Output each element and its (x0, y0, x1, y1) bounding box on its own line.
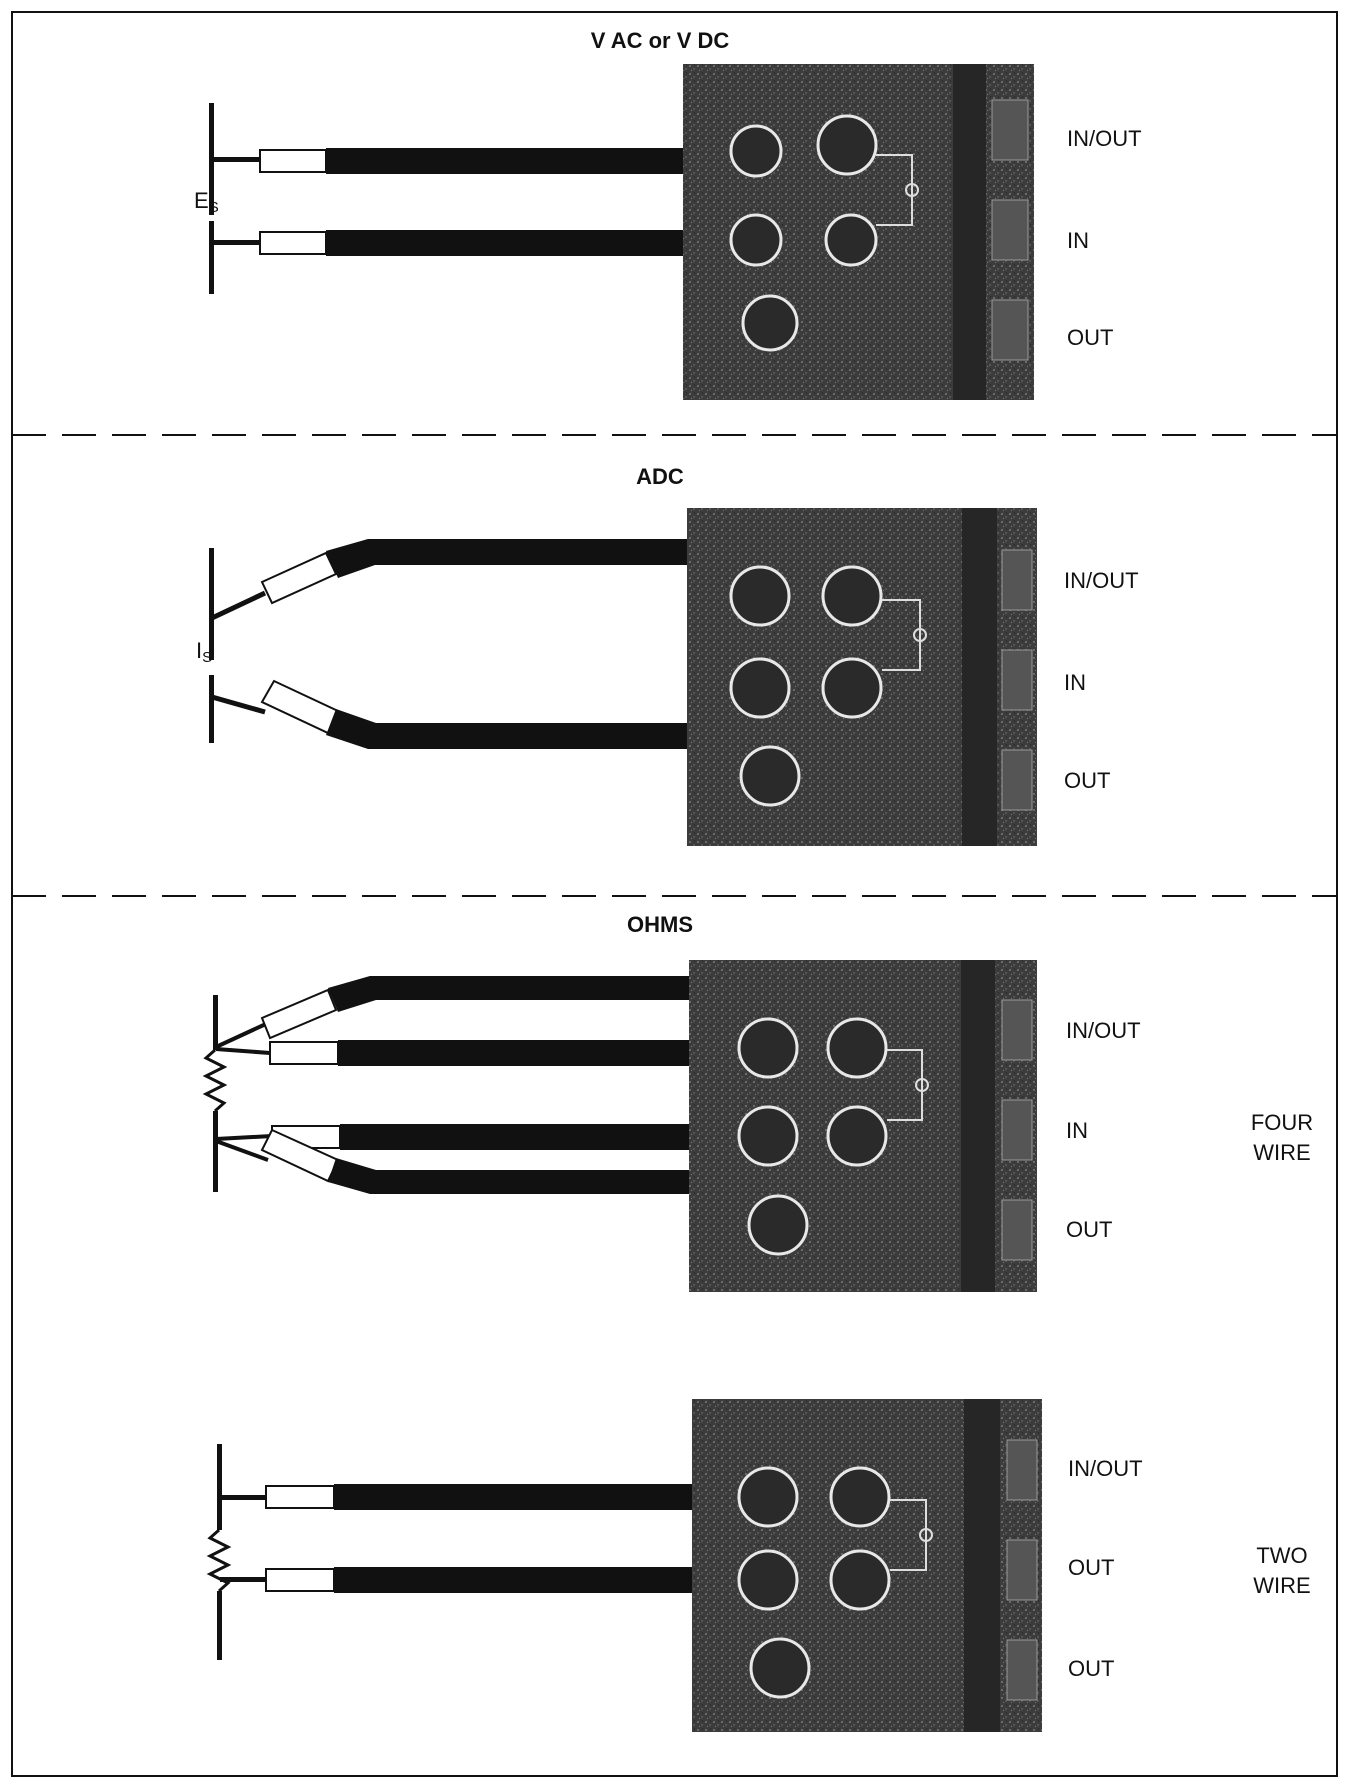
test-lead-cable (338, 1040, 700, 1066)
input-terminal-panel (683, 64, 1034, 400)
section-title: V AC or V DC (591, 28, 730, 53)
lead-stub (212, 157, 260, 162)
test-lead-plug-icon (269, 1041, 339, 1065)
test-lead-cable (326, 539, 758, 578)
test-lead-cable (340, 1124, 700, 1150)
resistor-terminal (213, 1111, 218, 1192)
source-terminal (209, 675, 214, 743)
terminal-jack-icon (824, 213, 878, 267)
section-ohms-four-wire: OHMS (202, 912, 1313, 1292)
resistor-icon (202, 1048, 228, 1113)
connection-label: OUT (1068, 1656, 1114, 1681)
test-lead-plug-icon (260, 988, 338, 1040)
source-terminal (209, 221, 214, 294)
test-lead-cable (328, 1158, 700, 1194)
test-lead-plug-icon (265, 1485, 335, 1509)
input-terminal-panel (692, 1399, 1042, 1732)
terminal-jack-icon (747, 1194, 809, 1256)
wiring-mode-label: WIRE (1253, 1140, 1310, 1165)
terminal-jack-icon (739, 745, 801, 807)
connection-label: OUT (1064, 768, 1110, 793)
test-lead-plug-icon (259, 149, 327, 173)
terminal-jack-icon (729, 124, 783, 178)
source-terminal (209, 548, 214, 660)
resistor-terminal (213, 995, 218, 1050)
connection-label: IN/OUT (1064, 568, 1139, 593)
test-lead-cable (326, 709, 758, 749)
test-lead-cable (334, 1484, 700, 1510)
connection-label: IN/OUT (1066, 1018, 1141, 1043)
lead-stub (212, 240, 260, 245)
terminal-jack-icon (749, 1637, 811, 1699)
terminal-jack-icon (729, 213, 783, 267)
lead-stub (210, 590, 267, 621)
input-terminal-panel (687, 508, 1037, 846)
terminal-jack-icon (829, 1549, 891, 1611)
connection-label: IN/OUT (1068, 1456, 1143, 1481)
terminal-jack-icon (737, 1466, 799, 1528)
connection-label: OUT (1066, 1217, 1112, 1242)
terminal-jack-icon (829, 1466, 891, 1528)
test-lead-cable (328, 976, 700, 1012)
terminal-jack-icon (737, 1105, 799, 1167)
source-terminal (209, 103, 214, 215)
wiring-mode-label: TWO (1256, 1543, 1307, 1568)
connection-label: IN (1066, 1118, 1088, 1143)
terminal-jack-icon (737, 1017, 799, 1079)
test-lead-plug-icon (260, 551, 338, 605)
wiring-mode-label: WIRE (1253, 1573, 1310, 1598)
connection-label: IN (1067, 228, 1089, 253)
terminal-jack-icon (821, 657, 883, 719)
source-label: ES (194, 188, 219, 216)
input-terminal-panel (689, 960, 1037, 1292)
connection-label: IN (1064, 670, 1086, 695)
terminal-jack-icon (821, 565, 883, 627)
test-lead-cable (334, 1567, 700, 1593)
terminal-jack-icon (741, 294, 799, 352)
connection-label: OUT (1068, 1555, 1114, 1580)
source-label: IS (196, 638, 212, 666)
section-title: ADC (636, 464, 684, 489)
terminal-jack-icon (816, 114, 878, 176)
terminal-jack-icon (729, 565, 791, 627)
terminal-jack-icon (737, 1549, 799, 1611)
section-vac-vdc: V AC or V DC ES IN/OUT (194, 28, 1142, 400)
test-lead-plug-icon (265, 1568, 335, 1592)
connection-label: IN/OUT (1067, 126, 1142, 151)
wiring-mode-label: FOUR (1251, 1110, 1313, 1135)
section-title: OHMS (627, 912, 693, 937)
terminal-jack-icon (826, 1105, 888, 1167)
connection-label: OUT (1067, 325, 1113, 350)
test-lead-plug-icon (259, 231, 327, 255)
resistor-terminal (217, 1591, 222, 1660)
lead-stub (211, 694, 266, 715)
figure-border (11, 11, 1338, 1777)
terminal-jack-icon (729, 657, 791, 719)
test-lead-plug-icon (260, 679, 340, 735)
terminal-jack-icon (826, 1017, 888, 1079)
resistor-terminal (217, 1444, 222, 1530)
section-ohms-two-wire: IN/OUT OUT OUT TWO WIRE (206, 1399, 1311, 1732)
section-adc: ADC IS IN/OUT IN OUT (196, 464, 1139, 846)
